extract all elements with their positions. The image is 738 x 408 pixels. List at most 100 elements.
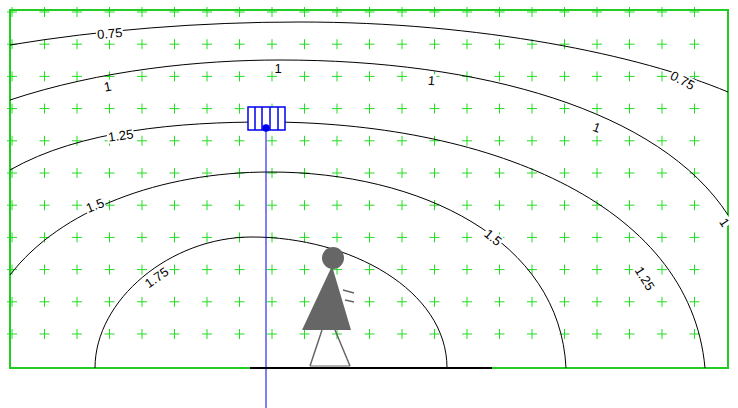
grid-cross xyxy=(105,265,115,275)
person-figure xyxy=(302,247,354,366)
grid-cross xyxy=(332,136,342,146)
grid-cross xyxy=(365,136,375,146)
grid-cross xyxy=(560,104,570,114)
grid-cross xyxy=(300,265,310,275)
grid-cross xyxy=(625,200,635,210)
grid-cross xyxy=(690,136,700,146)
grid-cross xyxy=(72,329,82,339)
grid-cross xyxy=(430,39,440,49)
grid-cross xyxy=(397,71,407,81)
grid-cross xyxy=(300,136,310,146)
grid-cross xyxy=(137,104,147,114)
grid-cross xyxy=(365,200,375,210)
grid-cross xyxy=(462,329,472,339)
grid-cross xyxy=(495,329,505,339)
grid-cross xyxy=(267,7,277,17)
grid-cross xyxy=(397,200,407,210)
grid-cross xyxy=(430,168,440,178)
grid-cross xyxy=(365,71,375,81)
grid-cross xyxy=(202,329,212,339)
grid-cross xyxy=(625,39,635,49)
grid-cross xyxy=(657,297,667,307)
grid-cross xyxy=(40,71,50,81)
grid-cross xyxy=(625,232,635,242)
contour-value: 1 xyxy=(102,79,114,94)
grid-cross xyxy=(235,104,245,114)
grid-cross xyxy=(462,39,472,49)
grid-cross xyxy=(105,104,115,114)
grid-cross xyxy=(592,265,602,275)
grid-cross xyxy=(202,39,212,49)
contour-value: 0.75 xyxy=(668,68,698,92)
grid-cross xyxy=(560,297,570,307)
grid-cross xyxy=(170,329,180,339)
grid-cross xyxy=(560,200,570,210)
grid-cross xyxy=(462,136,472,146)
grid-cross xyxy=(397,39,407,49)
grid-cross xyxy=(235,71,245,81)
contour-value: 1.5 xyxy=(83,195,106,215)
grid-cross xyxy=(7,297,17,307)
grid-cross xyxy=(657,71,667,81)
grid-cross xyxy=(40,297,50,307)
grid-cross xyxy=(430,104,440,114)
contour-line xyxy=(10,172,566,368)
grid-cross xyxy=(267,297,277,307)
grid-cross xyxy=(235,39,245,49)
grid-cross xyxy=(137,7,147,17)
grid-cross xyxy=(235,7,245,17)
contour-line xyxy=(95,237,447,368)
grid-cross xyxy=(137,232,147,242)
grid-cross xyxy=(397,7,407,17)
grid-cross xyxy=(137,200,147,210)
grid-cross xyxy=(137,71,147,81)
grid-cross xyxy=(40,104,50,114)
grid-cross xyxy=(397,136,407,146)
grid-crosses xyxy=(7,7,700,339)
grid-cross xyxy=(105,232,115,242)
grid-cross xyxy=(105,39,115,49)
grid-cross xyxy=(495,265,505,275)
grid-cross xyxy=(625,71,635,81)
grid-cross xyxy=(137,265,147,275)
contour-value: 1 xyxy=(717,214,733,229)
grid-cross xyxy=(7,136,17,146)
grid-cross xyxy=(170,297,180,307)
grid-cross xyxy=(7,329,17,339)
grid-cross xyxy=(397,265,407,275)
grid-cross xyxy=(137,136,147,146)
grid-cross xyxy=(202,7,212,17)
grid-cross xyxy=(267,168,277,178)
grid-cross xyxy=(527,136,537,146)
grid-cross xyxy=(40,168,50,178)
grid-cross xyxy=(397,104,407,114)
grid-cross xyxy=(40,39,50,49)
grid-cross xyxy=(72,265,82,275)
grid-cross xyxy=(397,297,407,307)
grid-cross xyxy=(267,136,277,146)
grid-cross xyxy=(625,7,635,17)
grid-cross xyxy=(267,200,277,210)
contour-line xyxy=(10,60,728,215)
grid-cross xyxy=(560,168,570,178)
grid-cross xyxy=(235,297,245,307)
grid-cross xyxy=(527,297,537,307)
contour-value: 1.25 xyxy=(107,127,136,144)
grid-cross xyxy=(527,7,537,17)
grid-cross xyxy=(170,265,180,275)
grid-cross xyxy=(170,200,180,210)
grid-cross xyxy=(430,232,440,242)
grid-cross xyxy=(170,104,180,114)
grid-cross xyxy=(690,7,700,17)
grid-cross xyxy=(72,297,82,307)
grid-cross xyxy=(560,232,570,242)
grid-cross xyxy=(332,200,342,210)
grid-cross xyxy=(267,265,277,275)
luminaire-symbol xyxy=(248,107,285,131)
grid-cross xyxy=(332,232,342,242)
grid-cross xyxy=(527,104,537,114)
grid-cross xyxy=(105,329,115,339)
grid-cross xyxy=(7,104,17,114)
grid-cross xyxy=(462,232,472,242)
grid-cross xyxy=(7,168,17,178)
